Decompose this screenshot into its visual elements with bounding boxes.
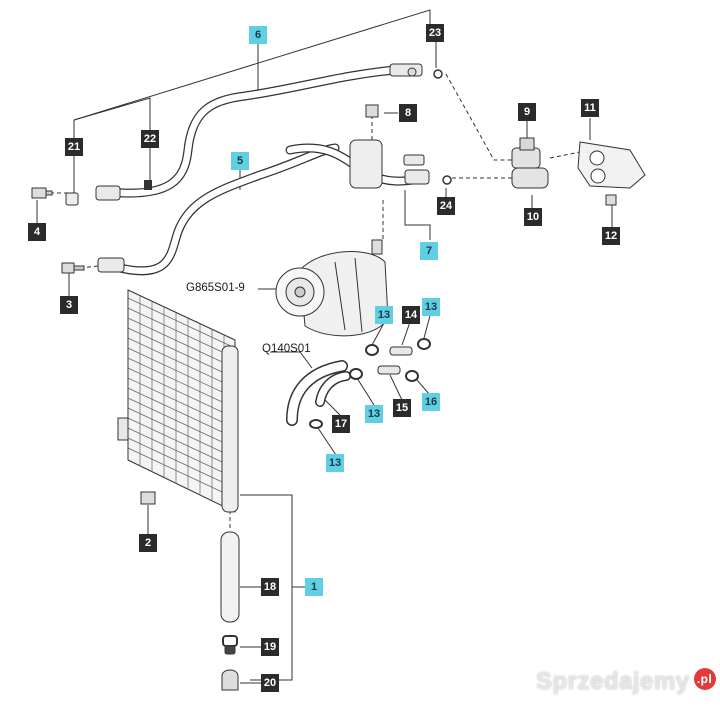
callout-22: 22 xyxy=(141,130,159,148)
hose-q140s01 xyxy=(286,360,351,426)
dashed-connection-11 xyxy=(549,151,581,159)
cap-20 xyxy=(221,669,239,691)
drier-18 xyxy=(220,531,240,623)
callout-13-top-right: 13 xyxy=(422,298,440,316)
bolt-2 xyxy=(140,491,156,505)
compressor-code-label: G865S01-9 xyxy=(186,282,245,294)
leader-hose-code xyxy=(270,351,313,369)
callout-24: 24 xyxy=(437,197,455,215)
bolt-3 xyxy=(61,262,85,274)
bolt-12 xyxy=(605,194,617,206)
block-11 xyxy=(577,141,646,189)
hose-6 xyxy=(103,63,423,198)
callout-4: 4 xyxy=(28,223,46,241)
leader-7 xyxy=(404,190,431,240)
leader-17 xyxy=(324,399,341,416)
hose-code-label: Q140S01 xyxy=(262,343,311,355)
leader-14 xyxy=(401,321,411,346)
callout-8: 8 xyxy=(399,104,417,122)
seal-19 xyxy=(222,635,238,655)
callout-20: 20 xyxy=(261,674,279,692)
callout-21: 21 xyxy=(65,138,83,156)
callout-7: 7 xyxy=(420,242,438,260)
callout-2: 2 xyxy=(139,534,157,552)
callout-16: 16 xyxy=(422,393,440,411)
callout-15: 15 xyxy=(393,399,411,417)
callout-9: 9 xyxy=(518,103,536,121)
watermark-badge: .pl xyxy=(693,668,716,690)
leader-13a xyxy=(371,322,385,346)
oring-24 xyxy=(442,175,452,185)
leader-22 xyxy=(73,97,151,130)
leader-16 xyxy=(416,379,431,396)
leader-13d xyxy=(317,427,337,456)
leader-15 xyxy=(389,374,403,401)
callout-14: 14 xyxy=(402,306,420,324)
leader-13b xyxy=(423,311,432,339)
nut-8 xyxy=(365,104,379,118)
hose-7 xyxy=(285,139,430,189)
callout-17: 17 xyxy=(332,415,350,433)
dashed-connection-upper xyxy=(445,73,512,161)
callout-13-top-left: 13 xyxy=(375,306,393,324)
callout-11: 11 xyxy=(581,99,599,117)
callout-1: 1 xyxy=(305,578,323,596)
callout-6: 6 xyxy=(249,26,267,44)
callout-19: 19 xyxy=(261,638,279,656)
clip-22 xyxy=(144,180,152,190)
callout-13-bottom: 13 xyxy=(326,454,344,472)
valve-10 xyxy=(511,167,549,189)
callout-3: 3 xyxy=(60,296,78,314)
condenser xyxy=(117,289,239,513)
fitting-21 xyxy=(65,185,121,206)
leader-13c xyxy=(356,377,375,406)
watermark: Sprzedajemy.pl xyxy=(536,668,716,696)
bolt-4 xyxy=(31,187,53,199)
callout-13-middle: 13 xyxy=(365,405,383,423)
callout-23: 23 xyxy=(426,24,444,42)
oring-23 xyxy=(433,69,443,79)
callout-18: 18 xyxy=(261,578,279,596)
callout-10: 10 xyxy=(524,208,542,226)
callout-12: 12 xyxy=(602,227,620,245)
valve-9 xyxy=(511,137,541,169)
compressor xyxy=(275,239,389,337)
hose-5 xyxy=(97,143,340,276)
watermark-text: Sprzedajemy xyxy=(536,668,690,695)
callout-5: 5 xyxy=(231,152,249,170)
clamps-13-14-15-16 xyxy=(309,338,431,429)
